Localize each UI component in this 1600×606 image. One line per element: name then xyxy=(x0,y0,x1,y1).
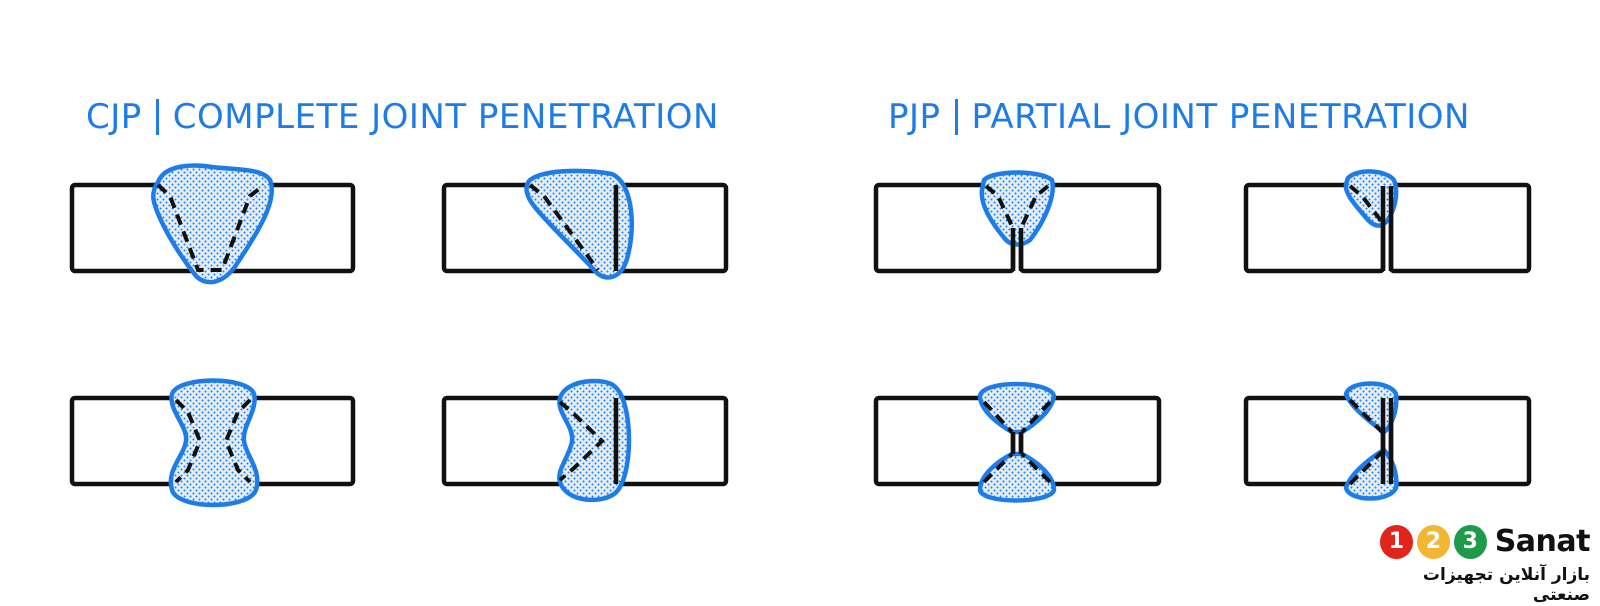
cjp-double-v-butt-joint xyxy=(69,378,356,508)
pjp-heading: PJP PARTIAL JOINT PENETRATION xyxy=(888,92,1470,142)
badge-one: 1 xyxy=(1379,524,1413,559)
heading-separator xyxy=(954,99,958,135)
brand-logo-row: 1 2 3 Sanat xyxy=(1379,524,1591,559)
cjp-single-bevel-butt-joint xyxy=(441,168,729,280)
root-face xyxy=(1380,398,1394,484)
groove-line xyxy=(982,400,1052,484)
groove-line xyxy=(156,183,266,272)
right-plate xyxy=(1388,395,1532,487)
brand-logo: 1 2 3 Sanat بازار آنلاین تجهیزات صنعتی xyxy=(1379,524,1591,605)
root-face xyxy=(1010,432,1024,454)
badge-three: 3 xyxy=(1453,524,1487,559)
weld-bead xyxy=(524,168,635,280)
cjp-single-v-butt-joint xyxy=(69,163,356,285)
root-gap xyxy=(1380,186,1394,271)
cjp-full-title: COMPLETE JOINT PENETRATION xyxy=(172,97,719,137)
weld-bead xyxy=(168,378,260,508)
groove-line xyxy=(528,183,600,272)
weld-bead xyxy=(979,170,1056,247)
badge-two: 2 xyxy=(1416,524,1450,559)
weld-bead xyxy=(150,163,274,285)
heading-separator xyxy=(155,99,159,135)
groove-line xyxy=(984,184,1050,227)
cjp-heading: CJP COMPLETE JOINT PENETRATION xyxy=(86,92,719,142)
pjp-full-title: PARTIAL JOINT PENETRATION xyxy=(971,97,1470,137)
right-plate xyxy=(613,395,729,487)
pjp-single-bevel-butt-joint xyxy=(1243,169,1532,274)
cjp-double-bevel-butt-joint xyxy=(441,378,729,503)
right-plate xyxy=(1388,182,1532,274)
pjp-double-v-butt-joint xyxy=(873,381,1162,503)
groove-line xyxy=(558,400,605,482)
pjp-double-bevel-butt-joint xyxy=(1243,381,1532,501)
weld-bead xyxy=(557,378,632,503)
pjp-abbr: PJP xyxy=(888,97,941,137)
brand-name: Sanat xyxy=(1494,524,1591,559)
pjp-single-v-butt-joint xyxy=(873,170,1162,274)
groove-line xyxy=(1348,184,1384,224)
root-gap xyxy=(1010,228,1024,271)
groove-line xyxy=(1348,398,1384,486)
brand-tagline: بازار آنلاین تجهیزات صنعتی xyxy=(1422,565,1590,605)
cjp-abbr: CJP xyxy=(86,97,142,137)
